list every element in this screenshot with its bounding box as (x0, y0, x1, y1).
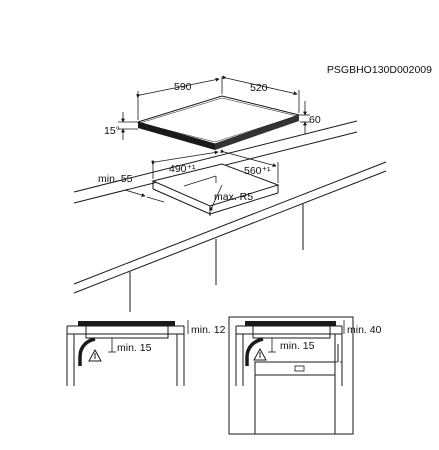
dim-cutout-490: 490⁺¹ (169, 163, 196, 175)
dim-radius-r5: max. R5 (214, 191, 253, 203)
dim-right-min-40: min. 40 (347, 324, 382, 336)
dim-left-min-15: min. 15 (117, 342, 152, 354)
section-left (66, 320, 189, 386)
dim-cutout-560: 560⁺¹ (244, 165, 271, 177)
hob-glass-top (136, 95, 301, 145)
cutout (151, 163, 280, 216)
dim-left-min-12: min. 12 (191, 324, 226, 336)
dim-depth-520: 520 (250, 82, 268, 94)
oven (254, 361, 336, 435)
dim-width-590: 590 (174, 81, 192, 93)
product-code: PSGBHO130D002009 (327, 64, 432, 76)
worktop (73, 120, 387, 312)
hob (136, 95, 301, 150)
dim-min-55: min. 55 (98, 173, 133, 185)
hob-side-edge (215, 115, 299, 150)
section-right (228, 316, 354, 435)
dim-angle-15: 15° (104, 125, 120, 137)
hob-front-edge (138, 122, 215, 150)
dim-height-60: 60 (309, 114, 321, 126)
dim-right-min-15: min. 15 (280, 340, 315, 352)
